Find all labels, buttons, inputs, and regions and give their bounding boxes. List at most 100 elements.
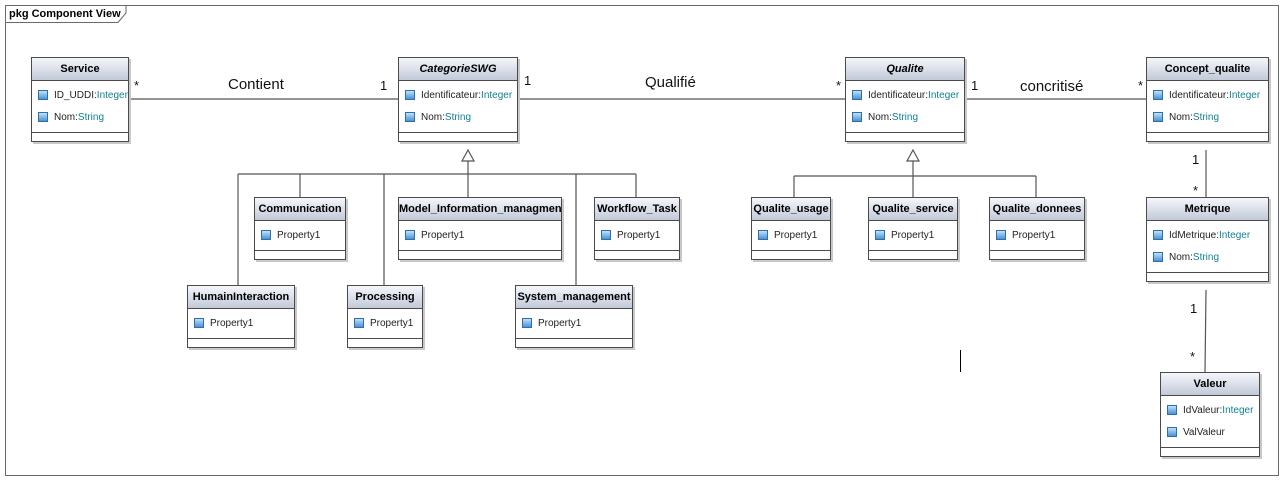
attribute-colon: : bbox=[925, 89, 929, 101]
attribute-name: Property1 bbox=[210, 317, 254, 329]
attribute-name: Identificateur bbox=[421, 89, 479, 101]
attribute-icon bbox=[852, 112, 862, 122]
package-tab-shape bbox=[5, 5, 127, 23]
attribute-icon bbox=[38, 90, 48, 100]
attribute-name: ID_UDDI bbox=[54, 89, 95, 101]
attribute-icon bbox=[601, 230, 611, 240]
attribute-icon bbox=[1153, 230, 1163, 240]
attribute-compartment: Property1 bbox=[399, 221, 561, 251]
attribute-row[interactable]: ID_UDDI:Integer bbox=[32, 84, 128, 106]
attribute-icon bbox=[405, 112, 415, 122]
attribute-row[interactable]: Nom:String bbox=[1147, 246, 1268, 268]
assoc-concritise-label: concritisé bbox=[1020, 78, 1084, 95]
attribute-row[interactable]: IdMetrique:Integer bbox=[1147, 224, 1268, 246]
attribute-row[interactable]: Nom:String bbox=[1147, 106, 1268, 128]
assoc-concritise-mult-target: * bbox=[1138, 78, 1144, 93]
attribute-type: Integer bbox=[481, 89, 513, 101]
assoc-metrique-valeur-mult-target: * bbox=[1190, 349, 1196, 364]
attribute-name: Property1 bbox=[370, 317, 414, 329]
attribute-row[interactable]: Property1 bbox=[348, 312, 422, 334]
attribute-compartment: Property1 bbox=[255, 221, 345, 251]
attribute-name: ValValeur bbox=[1183, 426, 1225, 438]
assoc-metrique-valeur-line bbox=[1204, 289, 1207, 373]
attribute-icon bbox=[1153, 252, 1163, 262]
attribute-icon bbox=[1153, 90, 1163, 100]
attribute-row[interactable]: ValValeur bbox=[1161, 421, 1259, 443]
attribute-row[interactable]: Identificateur:Integer bbox=[399, 84, 517, 106]
operation-compartment bbox=[869, 251, 957, 259]
attribute-row[interactable]: Identificateur:Integer bbox=[846, 84, 964, 106]
attribute-type: String bbox=[444, 111, 472, 123]
operation-compartment bbox=[990, 251, 1084, 259]
class-name: Qualite_usage bbox=[752, 198, 830, 221]
attribute-row[interactable]: IdValeur:Integer bbox=[1161, 399, 1259, 421]
attribute-icon bbox=[38, 112, 48, 122]
attribute-row[interactable]: Identificateur:Integer bbox=[1147, 84, 1268, 106]
assoc-contient-mult-target: 1 bbox=[380, 78, 388, 93]
attribute-row[interactable]: Property1 bbox=[188, 312, 294, 334]
operation-compartment bbox=[399, 133, 517, 141]
attribute-row[interactable]: Property1 bbox=[595, 224, 679, 246]
attribute-icon bbox=[1153, 112, 1163, 122]
attribute-type: String bbox=[77, 111, 105, 123]
attribute-row[interactable]: Property1 bbox=[990, 224, 1084, 246]
generalization-arrow-qualite bbox=[905, 148, 921, 162]
class-name: Metrique bbox=[1147, 198, 1268, 221]
attribute-colon: : bbox=[889, 111, 892, 123]
assoc-qualifie-mult-source: 1 bbox=[524, 73, 532, 88]
attribute-name: Nom bbox=[1169, 251, 1191, 263]
attribute-row[interactable]: Property1 bbox=[516, 312, 632, 334]
class-name: Qualite bbox=[846, 58, 964, 81]
operation-compartment bbox=[1161, 448, 1259, 456]
operation-compartment bbox=[595, 251, 679, 259]
class-name: Qualite_donnees bbox=[990, 198, 1084, 221]
attribute-colon: : bbox=[94, 89, 97, 101]
attribute-icon bbox=[354, 318, 364, 328]
class-name: Concept_qualite bbox=[1147, 58, 1268, 81]
attribute-row[interactable]: Nom:String bbox=[32, 106, 128, 128]
attribute-name: Property1 bbox=[538, 317, 582, 329]
attribute-row[interactable]: Property1 bbox=[255, 224, 345, 246]
assoc-contient-label: Contient bbox=[228, 76, 284, 93]
attribute-row[interactable]: Nom:String bbox=[399, 106, 517, 128]
assoc-concritise-mult-source: 1 bbox=[971, 78, 979, 93]
text-cursor bbox=[960, 350, 961, 372]
attribute-row[interactable]: Nom:String bbox=[846, 106, 964, 128]
attribute-row[interactable]: Property1 bbox=[869, 224, 957, 246]
attribute-name: Identificateur bbox=[868, 89, 926, 101]
operation-compartment bbox=[188, 339, 294, 347]
attribute-type: String bbox=[1192, 251, 1220, 263]
attribute-type: Integer bbox=[1222, 404, 1254, 416]
class-name: Model_Information_managment bbox=[399, 198, 561, 221]
attribute-row[interactable]: Property1 bbox=[399, 224, 561, 246]
operation-compartment bbox=[516, 339, 632, 347]
class-name: Qualite_service bbox=[869, 198, 957, 221]
attribute-icon bbox=[1167, 427, 1177, 437]
attribute-name: Property1 bbox=[1012, 229, 1056, 241]
attribute-icon bbox=[261, 230, 271, 240]
attribute-colon: : bbox=[1216, 229, 1220, 241]
operation-compartment bbox=[255, 251, 345, 259]
attribute-icon bbox=[194, 318, 204, 328]
attribute-row[interactable]: Property1 bbox=[752, 224, 830, 246]
